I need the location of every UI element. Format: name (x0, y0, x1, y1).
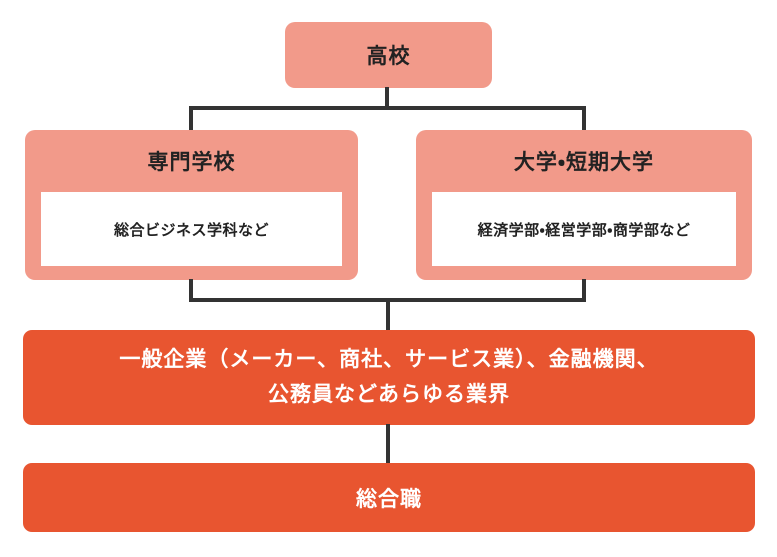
connector-drop-vocational (189, 106, 193, 132)
vocational-school-departments: 総合ビジネス学科など (113, 221, 269, 239)
node-industries: 一般企業（メーカー、商社、サービス業）、金融機関、 公務員などあらゆる業界 (23, 330, 755, 425)
connector-career-stem (386, 424, 390, 464)
vocational-school-departments-panel: 総合ビジネス学科など (41, 192, 342, 266)
node-high-school: 高校 (285, 22, 492, 88)
vocational-school-title: 専門学校 (147, 151, 236, 174)
node-career: 総合職 (23, 463, 755, 532)
node-university: 大学・短期大学 経済学部・経営学部・商学部など (416, 130, 752, 280)
university-title: 大学・短期大学 (513, 151, 655, 174)
connector-highschool-bar (189, 106, 586, 110)
connector-rise-university (582, 279, 586, 302)
university-departments-panel: 経済学部・経営学部・商学部など (432, 192, 736, 266)
industries-label-line1: 一般企業（メーカー、商社、サービス業）、金融機関、 (119, 348, 659, 372)
university-departments: 経済学部・経営学部・商学部など (477, 221, 691, 239)
industries-label: 一般企業（メーカー、商社、サービス業）、金融機関、 公務員などあらゆる業界 (23, 343, 755, 411)
career-label: 総合職 (356, 487, 422, 511)
connector-industry-stem (386, 298, 390, 331)
university-title-area: 大学・短期大学 (416, 130, 752, 192)
connector-highschool-stem (385, 87, 389, 108)
node-vocational-school: 専門学校 総合ビジネス学科など (25, 130, 358, 280)
connector-drop-university (582, 106, 586, 132)
high-school-label: 高校 (366, 45, 411, 68)
connector-rise-vocational (189, 279, 193, 302)
vocational-school-title-area: 専門学校 (25, 130, 358, 192)
industries-label-line2: 公務員などあらゆる業界 (268, 382, 510, 406)
